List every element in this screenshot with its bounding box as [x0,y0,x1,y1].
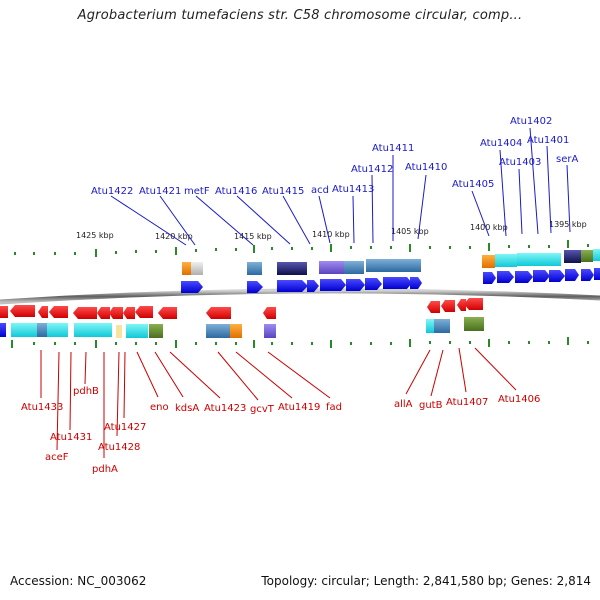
gene-label: Atu1415 [262,186,304,197]
gene-label: Atu1401 [527,135,569,146]
gene-label: gcvT [250,404,275,415]
genome-summary: Topology: circular; Length: 2,841,580 bp… [261,574,591,588]
gene-label: acd [311,185,329,196]
ruler-label: 1395 kbp [549,220,587,229]
gene-label: fad [326,402,342,413]
gene-label: Atu1411 [372,143,414,154]
gene-label: Atu1427 [104,422,146,433]
gene-label: Atu1410 [405,162,447,173]
reverse-strand-genes [0,298,483,319]
gene-label: aceF [45,452,69,463]
chromosome-backbone [0,288,600,305]
gene-label: Atu1431 [50,432,92,443]
forward-strand-genes [181,268,600,293]
gene-label: Atu1412 [351,164,393,175]
gene-label: eno [150,402,169,413]
gene-label: Atu1406 [498,394,540,405]
top-leader-lines [110,127,571,246]
bottom-leader-lines [40,347,517,458]
gene-label: Atu1403 [499,157,541,168]
gene-label: Atu1405 [452,179,494,190]
forward-strand-function-boxes [182,249,600,275]
gene-label: Atu1421 [139,186,181,197]
gene-label: pdhB [73,386,99,397]
gene-label: pdhA [92,464,118,475]
gene-label: Atu1407 [446,397,488,408]
ruler-label: 1410 kbp [312,230,350,239]
gene-label: gutB [419,400,443,411]
ruler-label: 1405 kbp [391,227,429,236]
top-tick-row [14,240,589,257]
gene-label: Atu1423 [204,403,246,414]
gene-label: Atu1419 [278,402,320,413]
gene-label: Atu1413 [332,184,374,195]
reverse-gene-labels: Atu1433 Atu1431 aceF pdhB Atu1427 Atu142… [21,386,540,475]
gene-label: Atu1402 [510,116,552,127]
accession-label: Accession: NC_003062 [10,574,147,588]
gene-label: Atu1433 [21,402,63,413]
forward-gene-labels: Atu1422 Atu1421 metF Atu1416 Atu1415 acd… [91,116,578,197]
gene-label: kdsA [175,403,199,414]
map-title: Agrobacterium tumefaciens str. C58 chrom… [77,8,523,23]
gene-label: serA [556,154,578,165]
reverse-strand-function-boxes [0,317,484,338]
gene-label: Atu1422 [91,186,133,197]
gene-label: Atu1404 [480,138,522,149]
ruler-label: 1415 kbp [234,232,272,241]
bottom-tick-row [11,337,589,348]
ruler-label: 1400 kbp [470,223,508,232]
gene-label: allA [394,399,413,410]
gene-label: Atu1428 [98,442,140,453]
ruler-label: 1425 kbp [76,231,114,240]
gene-label: metF [184,186,210,197]
gene-label: Atu1416 [215,186,257,197]
